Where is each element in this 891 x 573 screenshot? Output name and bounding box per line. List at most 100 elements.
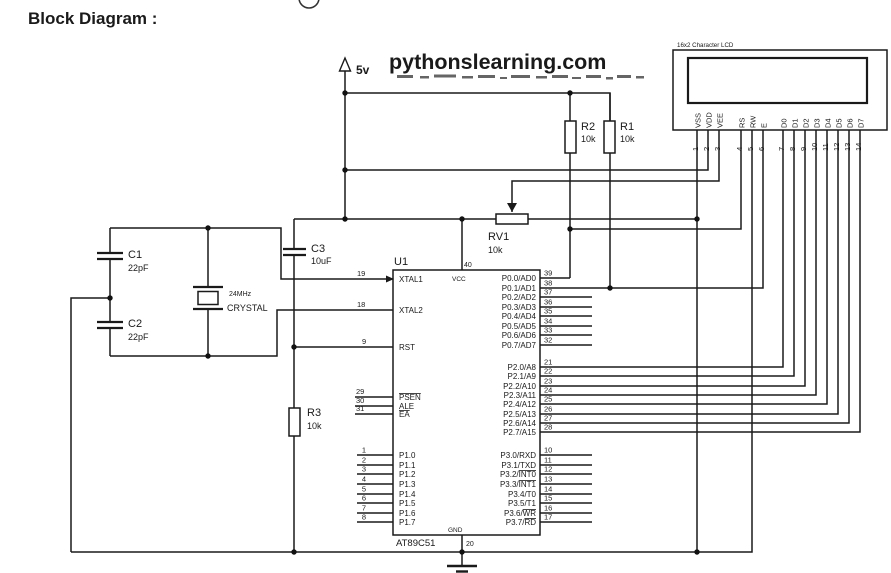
c3-value: 10uF <box>311 256 332 266</box>
junction-dot <box>291 344 297 350</box>
lcd-module: 16x2 Character LCD <box>672 42 888 131</box>
r1-value: 10k <box>620 134 635 144</box>
junction-dot <box>342 167 348 173</box>
r1-ref: R1 <box>620 121 634 133</box>
junction-dot <box>291 549 297 555</box>
ic-pin-label: P2.0/A8 <box>508 363 537 372</box>
watermark-blur-marks <box>397 74 644 80</box>
ic-pin-label: P2.4/A12 <box>503 400 536 409</box>
ic-pin-label: P3.6/WR <box>504 509 536 518</box>
power-5v-label: 5v <box>356 63 370 77</box>
ic-pin-number: 28 <box>544 423 552 432</box>
ic-pin-label: PSEN <box>399 393 421 402</box>
lcd-screen <box>686 56 869 105</box>
ic-pin-number: 37 <box>544 288 552 297</box>
ic-pin-label: P3.5/T1 <box>508 499 537 508</box>
r2-body <box>564 120 577 154</box>
lcd-pin-label: D1 <box>791 118 800 128</box>
rv1-ref: RV1 <box>488 231 509 243</box>
ic-pin-number: 19 <box>357 269 365 278</box>
ic-vcc-pin-number: 40 <box>464 262 472 269</box>
ic-pin-label: P0.4/AD4 <box>502 312 537 321</box>
lcd-pin-label: RW <box>749 115 758 128</box>
resistor-r2: R2 10k <box>564 120 596 154</box>
ic-pin-label: P3.2/INT0 <box>500 470 537 479</box>
ic-pin-number: 27 <box>544 414 552 423</box>
crystal-freq: 24MHz <box>229 291 252 298</box>
ic-pin-label: P0.7/AD7 <box>502 341 537 350</box>
ic-pin-number: 31 <box>356 404 364 413</box>
ic-pin-label: XTAL2 <box>399 306 423 315</box>
lcd-pin-number: 9 <box>799 147 808 151</box>
ic-pin-label: ALE <box>399 402 414 411</box>
ic-pin-number: 3 <box>362 465 366 474</box>
ic-pin-number: 26 <box>544 405 552 414</box>
net-ground-rail-rw <box>71 130 753 553</box>
r3-body <box>288 407 301 437</box>
lcd-pin-number: 13 <box>843 143 852 151</box>
ic-pin-label: P0.2/AD2 <box>502 293 537 302</box>
lcd-pin-number: 8 <box>788 147 797 151</box>
watermark-text: pythonslearning.com <box>389 50 606 74</box>
net-p2-1-d1 <box>540 130 795 377</box>
capacitor-c1: C1 22pF <box>97 249 149 273</box>
lcd-pin-label: D4 <box>824 118 833 128</box>
ic-pin-label: P3.0/RXD <box>500 451 536 460</box>
crystal-x1: 24MHz CRYSTAL <box>193 285 268 313</box>
page-title: Block Diagram : <box>28 9 157 28</box>
net-e <box>540 130 764 289</box>
rv1-wiper-arrow-icon <box>507 203 517 212</box>
ic-gnd-label: GND <box>448 527 463 534</box>
ic-pin-number: 6 <box>362 494 366 503</box>
net-xtal2 <box>110 309 393 357</box>
ic-pin-label: P2.7/A15 <box>503 428 536 437</box>
xtal1-pin-arrow-icon <box>386 275 394 283</box>
ic-pin-number: 29 <box>356 387 364 396</box>
ic-pin-label: P2.2/A10 <box>503 382 536 391</box>
ic-pin-label: XTAL1 <box>399 275 423 284</box>
ic-pin-label: P0.3/AD3 <box>502 303 537 312</box>
net-p2-4-d4 <box>540 130 828 405</box>
net-p2-0-d0 <box>540 130 784 368</box>
junction-dot <box>459 216 465 222</box>
up-arrow-icon <box>338 56 352 72</box>
ic-pin-number: 10 <box>544 446 552 455</box>
c2-ref: C2 <box>128 318 142 330</box>
ic-ref: U1 <box>394 256 408 268</box>
c3-plates <box>283 247 306 257</box>
ic-pin-number: 14 <box>544 485 552 494</box>
ic-pin-number: 2 <box>362 456 366 465</box>
rv1-value: 10k <box>488 245 503 255</box>
lcd-pin-label: D2 <box>802 118 811 128</box>
resistor-r1: R1 10k <box>603 120 635 154</box>
ic-pin-label: P1.0 <box>399 451 416 460</box>
lcd-pin-number: 5 <box>746 147 755 151</box>
net-p2-2-d2 <box>540 130 806 387</box>
ic-pin-label: P0.6/AD6 <box>502 331 537 340</box>
ic-pin-number: 11 <box>544 456 552 465</box>
ic-pin-number: 1 <box>362 446 366 455</box>
ic-pin-number: 25 <box>544 395 552 404</box>
ic-gnd-pin-number: 20 <box>466 541 474 548</box>
lcd-pin-number: 4 <box>735 147 744 151</box>
ground-symbol <box>447 564 477 573</box>
generated-pins: 19XTAL118XTAL29RST29PSEN30ALE31EA1P1.02P… <box>107 90 866 555</box>
ic-pin-number: 12 <box>544 465 552 474</box>
ic-body <box>392 269 541 536</box>
capacitor-c2: C2 22pF <box>97 318 149 342</box>
c2-value: 22pF <box>128 332 149 342</box>
ic-pin-number: 22 <box>544 367 552 376</box>
capacitor-c3: C3 10uF <box>283 243 332 266</box>
junction-dot <box>205 225 211 231</box>
ic-pin-number: 24 <box>544 386 552 395</box>
lcd-pin-number: 3 <box>713 147 722 151</box>
ic-pin-label: P1.6 <box>399 509 416 518</box>
junction-dot <box>694 549 700 555</box>
ic-pin-number: 30 <box>356 396 364 405</box>
lcd-pin-label: D6 <box>846 118 855 128</box>
net-xtal1 <box>110 227 393 280</box>
net-rs <box>570 130 742 230</box>
ic-pin-label: EA <box>399 410 410 419</box>
ic-pin-number: 4 <box>362 475 366 484</box>
